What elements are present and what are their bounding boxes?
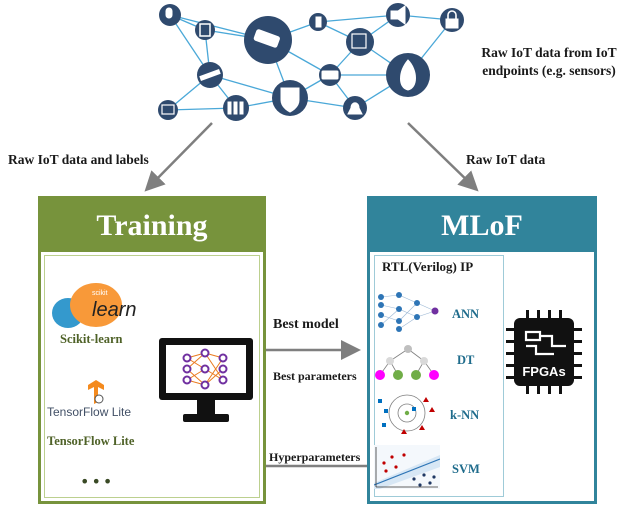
rtl-ip-box <box>374 255 504 497</box>
ann-thumbnail <box>378 292 439 332</box>
fpga-chip-label: FPGAs <box>522 364 565 379</box>
algo-svm: SVM <box>452 462 480 476</box>
tensorflow-label: TensorFlow Lite <box>47 434 135 448</box>
algo-ann: ANN <box>452 307 480 321</box>
rtl-ip-title: RTL(Verilog) IP <box>382 259 474 274</box>
dt-thumbnail <box>375 345 439 380</box>
training-title: Training <box>41 199 263 252</box>
fpga-chip-icon: FPGAs <box>506 310 582 394</box>
tensorflow-logo-text: TensorFlow Lite <box>47 405 132 419</box>
scikit-learn-logo: scikit learn <box>52 283 136 328</box>
training-inner <box>44 255 260 498</box>
label-best-model: Best model <box>273 317 339 332</box>
label-raw-data: Raw IoT data <box>466 152 546 167</box>
sklearn-logo-word: learn <box>92 299 136 321</box>
arrow-to-mlof <box>407 122 479 192</box>
label-best-parameters: Best parameters <box>273 369 357 383</box>
svm-thumbnail <box>374 445 440 489</box>
mlof-title: MLoF <box>370 199 594 252</box>
sklearn-logo-small: scikit <box>92 290 108 297</box>
sklearn-label: Scikit-learn <box>60 332 123 346</box>
algo-dt: DT <box>457 353 475 367</box>
more-frameworks-dots: ••• <box>80 472 115 491</box>
tensorflow-icon <box>88 380 104 404</box>
label-hyperparameters: Hyperparameters <box>269 450 361 464</box>
algo-knn: k-NN <box>450 408 480 422</box>
label-raw-data-labels: Raw IoT data and labels <box>8 152 149 167</box>
arrow-to-training <box>144 122 213 192</box>
iot-caption-line1: Raw IoT data from IoT <box>481 45 617 60</box>
keypad-icon <box>346 28 374 56</box>
monitor-icon <box>159 338 253 422</box>
iot-caption-line2: endpoints (e.g. sensors) <box>482 63 616 78</box>
knn-thumbnail <box>378 394 435 434</box>
